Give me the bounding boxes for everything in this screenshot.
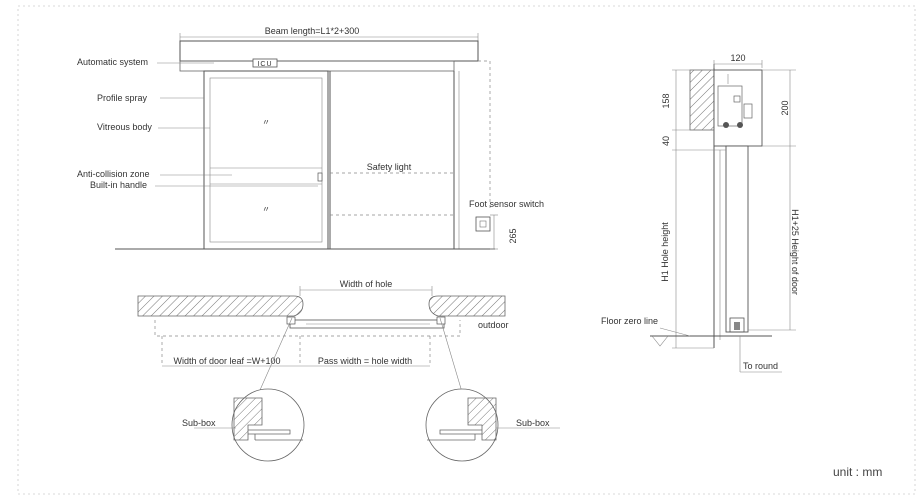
unit-label: unit : mm [833, 465, 882, 479]
detail-view-left: Sub-box [182, 388, 305, 462]
built-in-handle-label: Built-in handle [90, 180, 147, 190]
safety-light-label: Safety light [367, 162, 412, 172]
front-view: Beam length=L1*2+300 ICU 〃 〃 Safety ligh… [77, 26, 544, 250]
wall-right [428, 295, 506, 317]
sub-box-left-label: Sub-box [182, 418, 216, 428]
wall-left [137, 295, 304, 317]
to-round-label: To round [743, 361, 778, 371]
door-leaf-left-glass [209, 77, 323, 243]
detail-view-right: Sub-box [425, 388, 560, 462]
sub-box-right-label: Sub-box [516, 418, 550, 428]
floor-zero-line-label: Floor zero line [601, 316, 658, 326]
glass-mark-top: 〃 [262, 118, 270, 127]
built-in-handle [317, 172, 323, 182]
automatic-system-label: Automatic system [77, 57, 148, 67]
glass-mark-bottom: 〃 [262, 205, 270, 214]
height-265-label: 265 [508, 228, 518, 243]
vitreous-body-label: Vitreous body [97, 122, 152, 132]
section-door-leaf [725, 145, 749, 333]
pass-width-label: Pass width = hole width [318, 356, 412, 366]
outdoor-label: outdoor [478, 320, 509, 330]
door-height-label: H1+25 Height of door [790, 209, 800, 295]
foot-sensor-switch [475, 216, 491, 232]
dim-200-label: 200 [780, 100, 790, 115]
hole-height-label: H1 Hole height [660, 222, 670, 282]
foot-sensor-label: Foot sensor switch [469, 199, 544, 209]
profile-spray-label: Profile spray [97, 93, 148, 103]
dim-40-label: 40 [661, 136, 671, 146]
beam-length-label: Beam length=L1*2+300 [265, 26, 360, 36]
dim-120-label: 120 [730, 53, 745, 63]
beam [179, 40, 479, 62]
plan-view: Width of hole outdoor Width of door leaf… [137, 279, 509, 393]
width-of-hole-label: Width of hole [340, 279, 393, 289]
icu-label: ICU [257, 61, 272, 68]
drawing-frame [17, 5, 916, 495]
section-view: 120 158 40 H1 Hole height 200 H1+25 Heig… [601, 53, 800, 373]
section-operator-housing [713, 69, 763, 147]
operator-box [179, 60, 455, 72]
door-leaf-left-frame [203, 70, 329, 250]
width-of-door-leaf-label: Width of door leaf =W+100 [173, 356, 280, 366]
dim-158-label: 158 [661, 93, 671, 108]
icu-plate [252, 58, 278, 68]
anti-collision-zone-label: Anti-collision zone [77, 169, 150, 179]
section-wall [689, 69, 715, 131]
